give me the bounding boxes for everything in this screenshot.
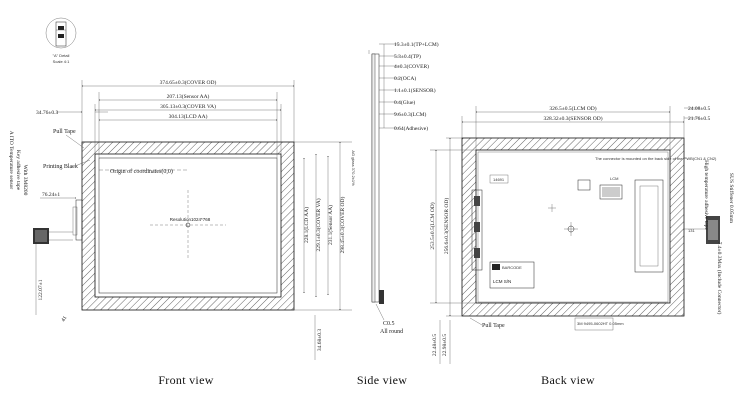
side-layer-6: 0.4(Glue) xyxy=(394,99,415,106)
front-dim-cover-va: 305.13±0.3(COVER VA) xyxy=(160,103,216,110)
side-view: 15.3±0.1(TP+LCM) 5.3±0.4(TP) 4±0.3(COVER… xyxy=(351,41,439,387)
front-rot-label-1: A ITO Temperature sensor xyxy=(8,131,14,190)
front-view-caption: Front view xyxy=(158,373,213,387)
back-pcb-right xyxy=(634,179,664,273)
front-dim-76-24: 76.24±1 xyxy=(42,192,60,198)
side-view-caption: Side view xyxy=(357,373,407,387)
back-dim-22-98: 22.98±0.5 xyxy=(442,334,448,357)
side-glass-label: AG glass 370.2±1% xyxy=(351,150,356,186)
front-dim-lcd-aa: 304.13(LCD AA) xyxy=(169,113,208,120)
side-layer-2: 5.3±0.4(TP) xyxy=(394,53,421,60)
side-layer-4: 0.2(OCA) xyxy=(394,75,416,82)
front-dim-lcd-aa-v: 228.1(LCD AA) xyxy=(303,207,310,243)
back-pull-tape: Pull Tape xyxy=(482,323,505,329)
back-barcode-label: BARCODE xyxy=(502,265,522,270)
front-label-pull-tape: Pull Tape xyxy=(53,129,76,135)
front-lcd-aa xyxy=(98,157,278,294)
front-dim-cover-va-v: 229.1±0.3(COVER VA) xyxy=(315,198,322,251)
front-rot-label-2: Key adhesive tape xyxy=(15,150,21,191)
back-barcode-box xyxy=(489,261,535,289)
front-dim-34-76: 34.76±0.3 xyxy=(36,110,59,116)
back-dim-21-76: 21.76±0.5 xyxy=(688,116,711,122)
back-dim-lcm-od: 326.5±0.5(LCM OD) xyxy=(549,105,596,112)
side-layer-8: 0.64(Adhesive) xyxy=(394,125,428,132)
front-dim-34-68: 34.68±0.3 xyxy=(317,329,323,352)
side-all-round-label: All round xyxy=(380,329,403,335)
back-right-label-1: High temperature adhesive tape xyxy=(703,160,709,230)
front-fpc xyxy=(75,199,83,241)
detail-a-part xyxy=(55,21,67,47)
front-label-printing-black: Printing Black xyxy=(43,164,78,170)
back-small-connector-2 xyxy=(599,184,623,200)
back-view-caption: Back view xyxy=(541,373,595,387)
back-label-14691: 14691 xyxy=(493,177,505,182)
front-resolution-label: Resolution1024*768 xyxy=(170,217,211,222)
front-dim-41: 41 xyxy=(61,315,69,323)
front-dim-sensor-aa: 207.13(Sensor AA) xyxy=(167,93,210,100)
detail-a-scale: Scale 4:1 xyxy=(53,59,70,64)
back-bottom-note: 3M 9495-0602HT 0.05mm xyxy=(577,321,624,326)
side-c05-label: C0.5 xyxy=(383,321,395,327)
back-connector-note: The connector is mounted on the back sid… xyxy=(595,156,717,161)
back-connector-block xyxy=(471,189,483,271)
side-layer-7: 9.6±0.3(LCM) xyxy=(394,111,427,118)
front-origin-label: Origin of coordinates(0,0) xyxy=(110,168,173,175)
back-view: The connector is mounted on the back sid… xyxy=(429,105,735,387)
side-layer-1: 15.3±0.1(TP+LCM) xyxy=(394,41,439,48)
back-dim-131: 131 xyxy=(688,228,695,233)
back-lcm-label: LCM xyxy=(610,176,618,181)
front-rot-label-3: With 3M8200 xyxy=(22,165,28,196)
side-layer-5: 1.1±0.1(SENSOR) xyxy=(394,87,436,94)
front-view: Resolution1024*768 Origin of coordinates… xyxy=(8,79,352,387)
side-layer-callouts xyxy=(379,43,400,129)
back-dim-lcm-od-v: 253.5±0.5(LCM OD) xyxy=(429,202,436,249)
front-dim-122-07: 122.07±1 xyxy=(38,279,44,300)
side-connector-block xyxy=(379,290,384,304)
front-dim-cover-od: 374.65±0.3(COVER OD) xyxy=(160,79,217,86)
back-dim-sensor-od-v: 256.6±0.3(SENSOR OD) xyxy=(443,198,450,255)
front-center-mark xyxy=(185,222,191,228)
detail-a-circle xyxy=(45,17,77,49)
back-dim-sensor-od: 328.32±0.3(SENSOR OD) xyxy=(543,115,602,122)
back-dim-22-48: 22.48±0.5 xyxy=(432,334,438,357)
back-lcm-sn: LCM S/N xyxy=(493,279,511,284)
detail-a-title: "A" Detail xyxy=(53,53,70,58)
back-right-label-2: SUS Stiffener 0.05mm xyxy=(728,173,735,224)
back-right-label-3: 7.4±0.3Max (Include Connector) xyxy=(716,242,723,315)
detail-a: "A" Detail Scale 4:1 xyxy=(45,17,77,64)
back-small-connector-1 xyxy=(577,179,591,191)
front-dim-cover-od-v: 298.45±0.3(COVER OD) xyxy=(339,197,346,254)
back-dim-24-08: 24.08±0.5 xyxy=(688,106,711,112)
side-layer-3: 4±0.3(COVER) xyxy=(394,63,429,70)
front-dim-sensor-aa-v: 231.1(Sensor AA) xyxy=(327,205,334,245)
